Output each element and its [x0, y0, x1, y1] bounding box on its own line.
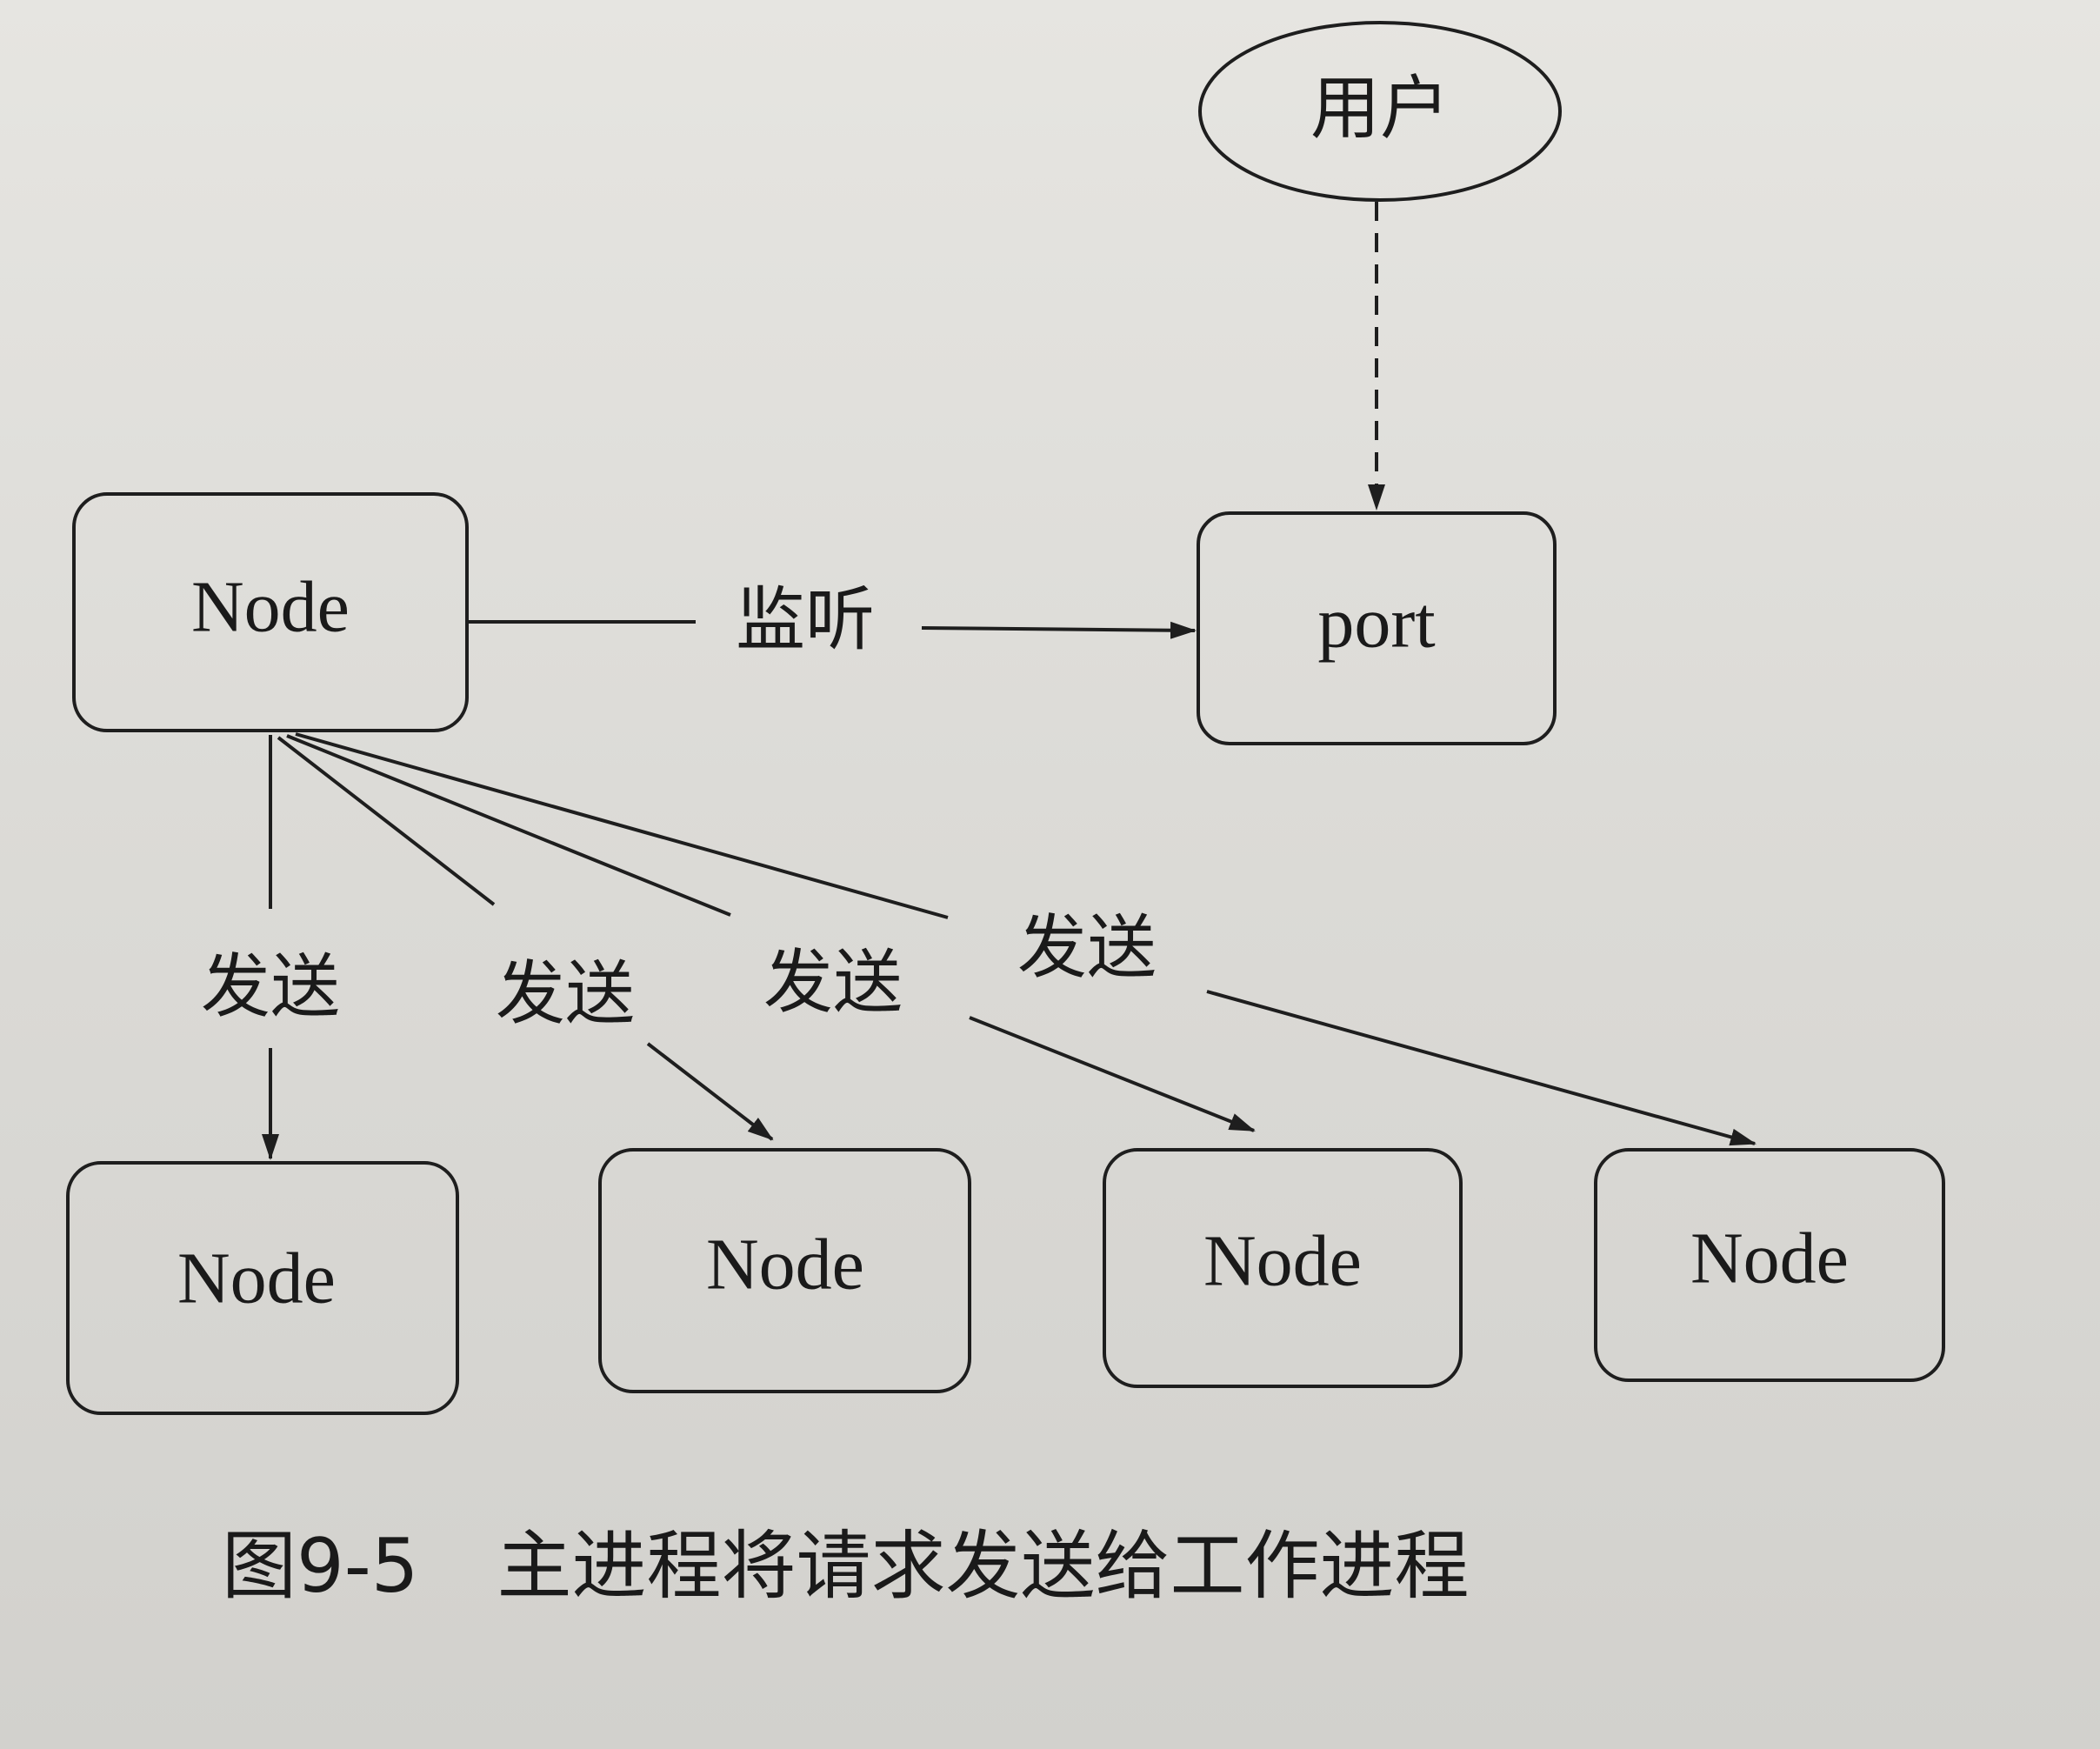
send-label-3: 发送 — [763, 942, 903, 1023]
worker-node-2-label: Node — [706, 1224, 864, 1305]
worker-node-2: Node — [598, 1148, 971, 1393]
user-label: 用户 — [1310, 68, 1450, 149]
listen-edge-arrow — [921, 621, 1197, 639]
worker-node-3-label: Node — [1203, 1220, 1362, 1301]
master-node-label: Node — [191, 566, 350, 647]
figure-caption: 图9-5 主进程将请求发送给工作进程 — [222, 1505, 1469, 1613]
send-label-2: 发送 — [496, 953, 635, 1034]
send-label-1: 发送 — [201, 946, 340, 1027]
send-label-4: 发送 — [1017, 907, 1157, 988]
figure-number: 图9-5 — [222, 1523, 419, 1610]
send-edge-2-start — [277, 736, 496, 906]
user-node: 用户 — [1198, 21, 1562, 202]
worker-node-4-label: Node — [1690, 1218, 1849, 1298]
worker-node-1: Node — [66, 1161, 459, 1415]
worker-node-4: Node — [1594, 1148, 1945, 1382]
send-edge-3-arrow — [969, 1016, 1256, 1132]
listen-edge-label: 监听 — [736, 579, 875, 660]
figure-title: 主进程将请求发送给工作进程 — [497, 1523, 1470, 1610]
send-edge-3-start — [286, 734, 731, 917]
send-edge-2-arrow — [646, 1042, 774, 1141]
port-label: port — [1317, 582, 1435, 663]
worker-node-1-label: Node — [177, 1238, 336, 1318]
send-edge-4-start — [295, 732, 949, 919]
master-node: Node — [72, 492, 469, 732]
worker-node-3: Node — [1103, 1148, 1463, 1388]
send-edge-4-arrow — [1206, 990, 1757, 1146]
port-node: port — [1197, 511, 1557, 745]
